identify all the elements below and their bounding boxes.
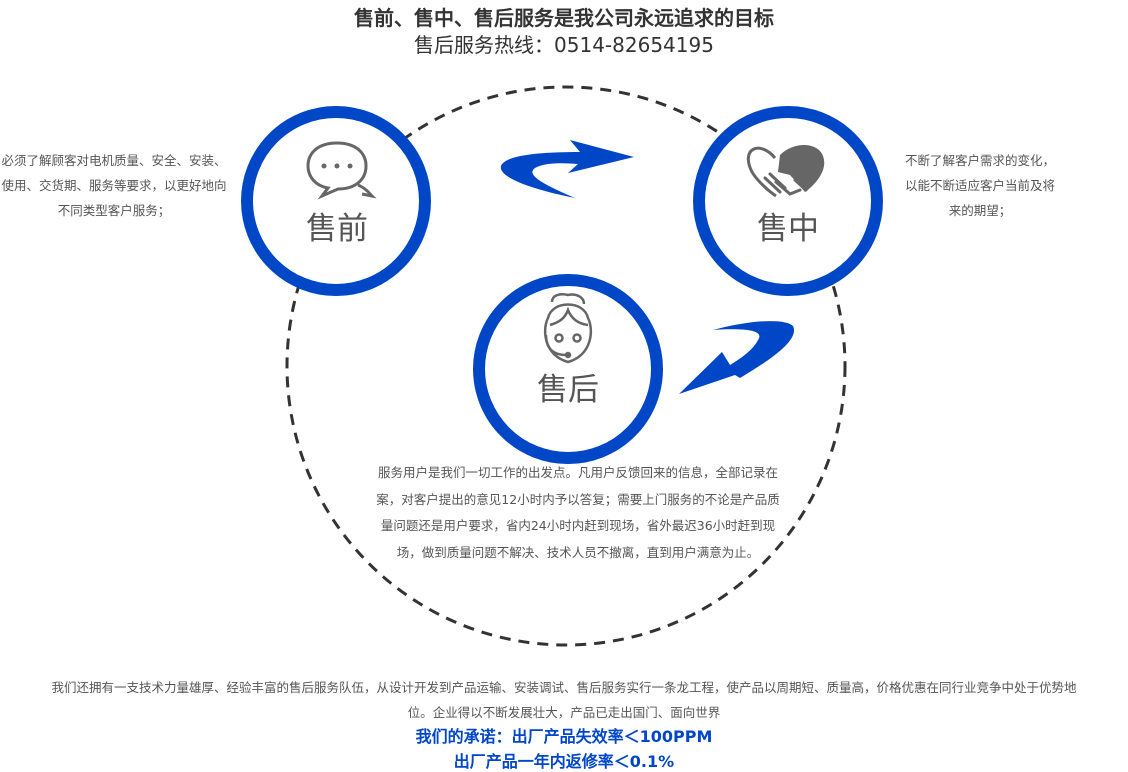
- promise-repair-rate: 出厂产品一年内返修率＜0.1%: [453, 752, 675, 771]
- customer-service-headset-icon: [543, 293, 593, 364]
- pre-sale-description: 必须了解顾客对电机质量、安全、安装、使用、交货期、服务等要求，以更好地向不同类型…: [1, 153, 227, 218]
- in-sale-description: 不断了解客户需求的变化，以能不断适应客户当前及将来的期望；: [904, 153, 1055, 218]
- promise-failure-rate: 我们的承诺：出厂产品失效率＜100PPM: [415, 727, 713, 746]
- dashed-cycle-ring: [285, 85, 847, 647]
- service-hotline: 售后服务热线：0514-82654195: [414, 33, 714, 57]
- arrow-pre-to-in: [500, 140, 634, 198]
- arrow-in-to-after: [679, 321, 795, 394]
- page-title: 售前、售中、售后服务是我公司永远追求的目标: [354, 6, 774, 30]
- pre-sale-circle: [241, 106, 431, 296]
- after-sale-circle: [473, 274, 663, 464]
- after-sale-description: 服务用户是我们一切工作的出发点。凡用户反馈回来的信息，全部记录在案，对客户提出的…: [376, 465, 780, 560]
- chat-bubbles-icon: [306, 141, 377, 200]
- stage-label-in-sale: 售中: [757, 211, 819, 247]
- in-sale-circle: [693, 106, 883, 296]
- footer-text: 我们还拥有一支技术力量雄厚、经验丰富的售后服务队伍，从设计开发到产品运输、安装调…: [51, 680, 1077, 720]
- handshake-icon: [746, 144, 825, 198]
- stage-label-pre-sale: 售前: [306, 211, 368, 247]
- stage-label-after-sale: 售后: [537, 372, 599, 408]
